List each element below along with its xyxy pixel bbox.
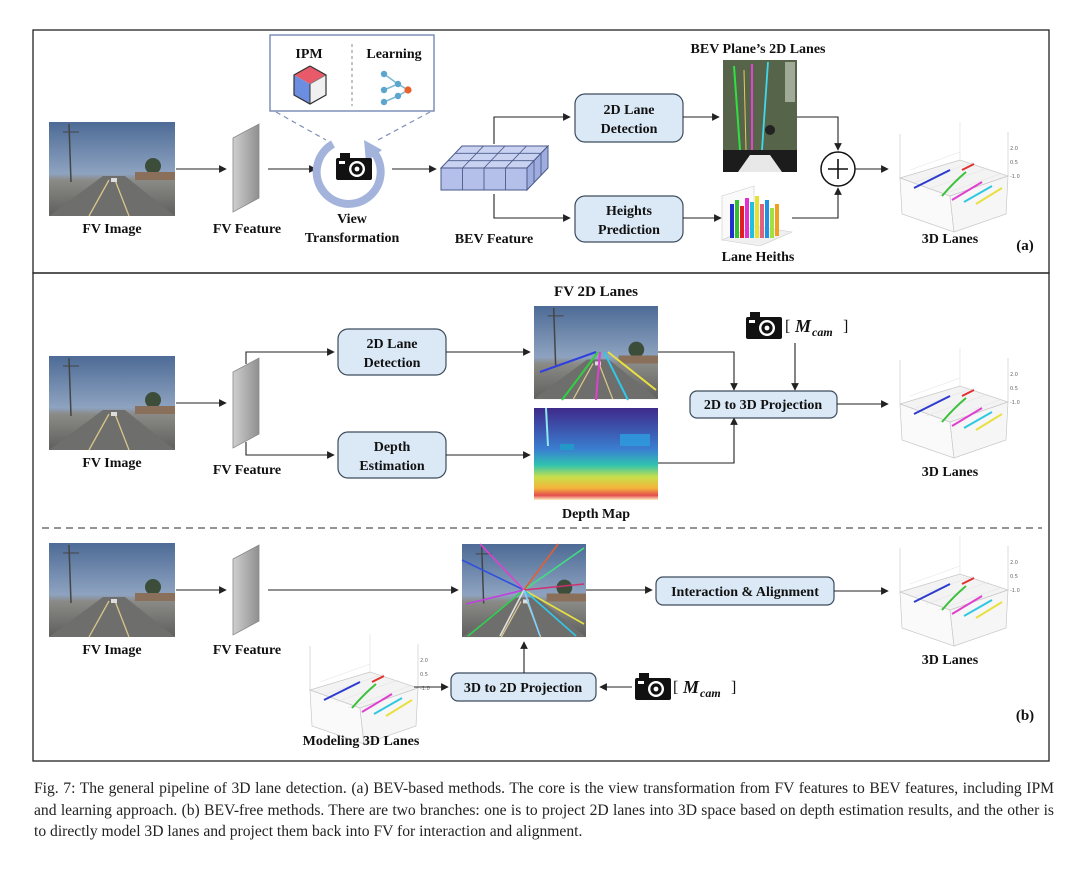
depth-map-label: Depth Map [562,507,630,522]
interaction-label: Interaction & Alignment [671,585,819,600]
view-label-2: Transformation [305,231,400,246]
3d-lanes-plot-b2 [899,535,1021,647]
svg-text:[: [ [785,318,790,335]
fv-image-b2 [48,542,176,638]
m-cam-sub-b1: cam [812,325,833,339]
fv-image-b1-label: FV Image [82,456,141,471]
depth-2: Estimation [359,459,425,474]
3d-lanes-plot-b1 [899,347,1021,459]
lane-det-a-2: Detection [601,122,658,137]
ipm-cube-icon [293,65,327,105]
fv-feature-a [232,123,260,213]
lane-det-b-2: Detection [364,356,421,371]
fv-projected-lanes-image [461,543,587,638]
fv-feature-b1 [232,357,260,449]
learning-label: Learning [366,47,421,62]
modeling-3d-lanes-plot [309,633,431,745]
fv-image-b1 [48,355,176,451]
fv-image-a-label: FV Image [82,222,141,237]
bev-plane-lanes-image [723,60,797,172]
fv-feature-b1-label: FV Feature [213,463,281,478]
svg-text:[: [ [673,679,678,696]
view-label-1: View [337,212,368,227]
heights-1: Heights [606,204,652,219]
camera-icon-b1 [746,312,782,339]
3d-lanes-b1-label: 3D Lanes [922,465,979,480]
figure-caption: Fig. 7: The general pipeline of 3D lane … [34,780,1054,840]
depth-1: Depth [374,440,411,455]
3d-lanes-plot-a [899,121,1021,233]
3d-lanes-a-label: 3D Lanes [922,232,979,247]
fv-feature-b2-label: FV Feature [213,643,281,658]
panel-b-frame [32,272,1050,762]
sum-icon [820,151,856,187]
fv-2d-lanes-image [533,305,659,401]
fv-feature-a-label: FV Feature [213,222,281,237]
m-cam-sub-b2: cam [700,686,721,700]
heights-2: Prediction [598,223,660,238]
heights-prediction-box [574,195,684,243]
learning-network-icon [380,70,412,106]
camera-icon-b2 [635,673,671,700]
3d-lanes-b2-label: 3D Lanes [922,653,979,668]
lane-detection-box-a [574,93,684,143]
svg-text:]: ] [731,679,736,696]
view-transformation-icon [312,140,385,208]
proj-3d2d-label: 3D to 2D Projection [464,681,583,696]
fv-image-b2-label: FV Image [82,643,141,658]
ipm-label: IPM [295,47,322,62]
proj-2d3d-label: 2D to 3D Projection [704,398,823,413]
bev-feature-grid [439,144,550,192]
fv-feature-b2 [232,544,260,636]
lane-heights-label: Lane Heiths [722,250,795,265]
panel-a-tag: (a) [1016,238,1034,254]
modeling-label: Modeling 3D Lanes [303,734,420,749]
fv-image-a [48,121,176,217]
lane-det-b-1: 2D Lane [367,337,418,352]
lane-heights-chart [720,185,794,247]
svg-text:]: ] [843,318,848,335]
panel-b-tag: (b) [1016,708,1034,724]
lane-det-a-1: 2D Lane [604,103,655,118]
depth-map-image [534,407,658,500]
m-cam-b1: M [794,316,812,336]
bev-feature-label: BEV Feature [455,232,533,247]
bev-2d-lanes-label: BEV Plane’s 2D Lanes [691,42,827,57]
m-cam-b2: M [682,677,700,697]
fv-2d-lanes-label: FV 2D Lanes [554,284,638,300]
